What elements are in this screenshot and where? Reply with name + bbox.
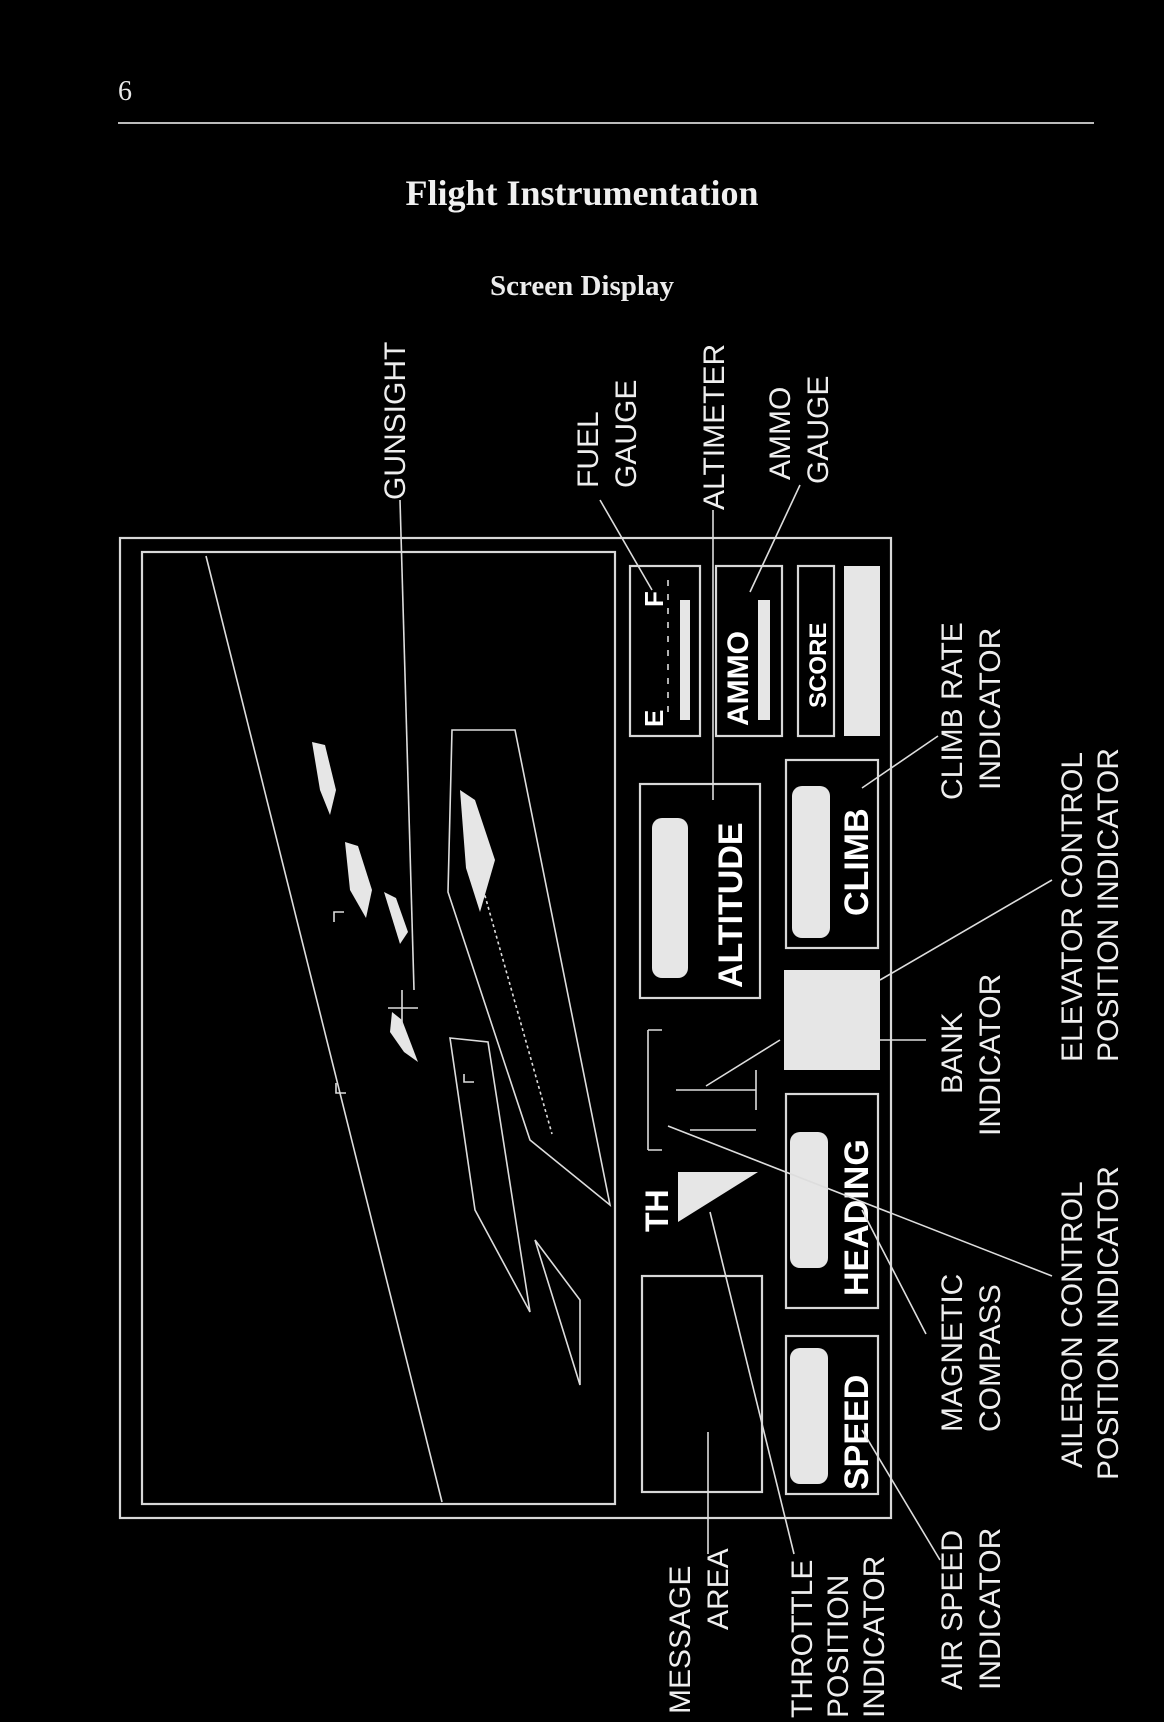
bank-pointer: [676, 1070, 757, 1110]
climb-frame: [784, 758, 880, 950]
ship-island: [460, 790, 495, 912]
heading-readout: [790, 1132, 828, 1268]
fuel-gauge-callout-line1: FUEL: [572, 411, 605, 488]
aileron-control-leader: [667, 1125, 1053, 1277]
heading-instrument: HEADING: [784, 1092, 880, 1310]
bank-indicator: [647, 1029, 757, 1151]
ammo-level-bar: [758, 600, 770, 720]
score-display: SCORE: [796, 564, 880, 738]
message-area-callout-line1: MESSAGE: [664, 1566, 697, 1714]
cloud-3: [384, 892, 408, 944]
throttle-leader: [709, 1211, 795, 1555]
throttle-callout-line3: INDICATOR: [858, 1556, 891, 1718]
fuel-empty-mark: E: [639, 710, 669, 727]
altimeter-callout: ALTIMETER: [698, 344, 731, 510]
altitude-frame: [638, 782, 762, 1000]
score-label: SCORE: [805, 623, 832, 708]
horizon-line: [205, 555, 443, 1503]
ground-shape-2: [534, 1239, 581, 1386]
throttle-label: TH: [639, 1189, 675, 1232]
ammo-gauge-callout-line2: GAUGE: [802, 376, 835, 484]
elevator-control-position-box: [784, 970, 880, 1070]
gunsight-leader: [399, 499, 415, 991]
elevator-control-leader: [879, 879, 1053, 981]
speed-label: SPEED: [838, 1375, 876, 1490]
runway-markings: [479, 877, 553, 1135]
heading-frame: [784, 1092, 880, 1310]
bank-scale: [647, 1029, 662, 1151]
window-view: [140, 550, 617, 1506]
ammo-gauge: AMMO: [714, 564, 784, 738]
message-area-box: [640, 1274, 764, 1494]
fuel-gauge-leader: [599, 499, 653, 591]
air-speed-callout-line2: INDICATOR: [974, 1528, 1007, 1690]
magnetic-compass-callout-line2: COMPASS: [974, 1284, 1007, 1432]
gunsight-callout: GUNSIGHT: [379, 342, 412, 500]
page-title: Flight Instrumentation: [405, 173, 759, 213]
carrier-deck: [447, 729, 612, 1208]
throttle-callout-line1: THROTTLE: [786, 1560, 819, 1718]
cloud-4: [390, 1012, 418, 1062]
ammo-gauge-leader: [749, 484, 801, 593]
speed-frame: [784, 1334, 880, 1496]
heading-label: HEADING: [838, 1139, 876, 1296]
climb-rate-callout-line2: INDICATOR: [974, 628, 1007, 790]
figure-caption: Screen Display: [490, 270, 674, 302]
fuel-gauge-frame: [628, 564, 702, 738]
magnetic-compass-leader: [861, 1209, 927, 1335]
elevator-control-callout-line2: POSITION INDICATOR: [1092, 748, 1125, 1062]
fuel-gauge: E F: [628, 564, 702, 738]
climb-label: CLIMB: [838, 808, 876, 916]
sight-bracket-center: [463, 1074, 474, 1083]
climb-rate-leader: [861, 735, 939, 789]
climb-instrument: CLIMB: [784, 758, 880, 950]
speed-readout: [790, 1348, 828, 1484]
aileron-control-callout-line2: POSITION INDICATOR: [1092, 1166, 1125, 1480]
score-frame: [796, 564, 836, 738]
magnetic-compass-callout-line1: MAGNETIC: [936, 1274, 969, 1432]
ammo-label: AMMO: [722, 631, 755, 726]
message-area-callout-line2: AREA: [702, 1548, 735, 1630]
bank-indicator-callout-line2: INDICATOR: [974, 974, 1007, 1136]
screen-outer-frame: [118, 536, 893, 1520]
fuel-level-bar: [680, 600, 690, 720]
cloud-2: [345, 842, 372, 918]
throttle-callout-line2: POSITION: [822, 1575, 855, 1718]
sight-bracket-top: [333, 911, 344, 922]
air-speed-callout-line1: AIR SPEED: [936, 1530, 969, 1690]
bank-indicator-callout-line1: BANK: [936, 1012, 969, 1094]
header-rule: [118, 122, 1094, 124]
fuel-full-mark: F: [639, 591, 669, 607]
screen-display: E F AMMO SCORE ALTITUDE CLIMB: [118, 536, 893, 1520]
climb-readout: [792, 786, 830, 938]
callout-labels: GUNSIGHT FUEL GAUGE ALTIMETER AMMO GAUGE…: [379, 342, 1125, 1718]
speed-instrument: SPEED: [784, 1334, 880, 1496]
altitude-label: ALTITUDE: [712, 822, 750, 988]
altitude-readout: [652, 818, 688, 978]
altimeter-instrument: ALTITUDE: [638, 782, 762, 1000]
climb-rate-callout-line1: CLIMB RATE: [936, 622, 969, 800]
air-speed-leader: [861, 1429, 941, 1561]
elevator-control-callout-line1: ELEVATOR CONTROL: [1056, 752, 1089, 1062]
score-value-box: [844, 566, 880, 736]
window-frame: [140, 550, 617, 1506]
throttle-indicator: TH: [639, 1172, 758, 1232]
aileron-control-callout-line1: AILERON CONTROL: [1056, 1181, 1089, 1468]
cloud-1: [312, 742, 336, 815]
ground-shape-1: [449, 1037, 531, 1313]
bank-pointer-leader: [705, 1039, 781, 1087]
sight-bracket-bottom: [335, 1083, 346, 1094]
page-number: 6: [118, 76, 132, 107]
fuel-gauge-callout-line2: GAUGE: [610, 380, 643, 488]
ammo-gauge-callout-line1: AMMO: [764, 387, 797, 480]
ammo-gauge-frame: [714, 564, 784, 738]
callout-lines: [399, 484, 1053, 1561]
throttle-wedge: [678, 1172, 758, 1222]
